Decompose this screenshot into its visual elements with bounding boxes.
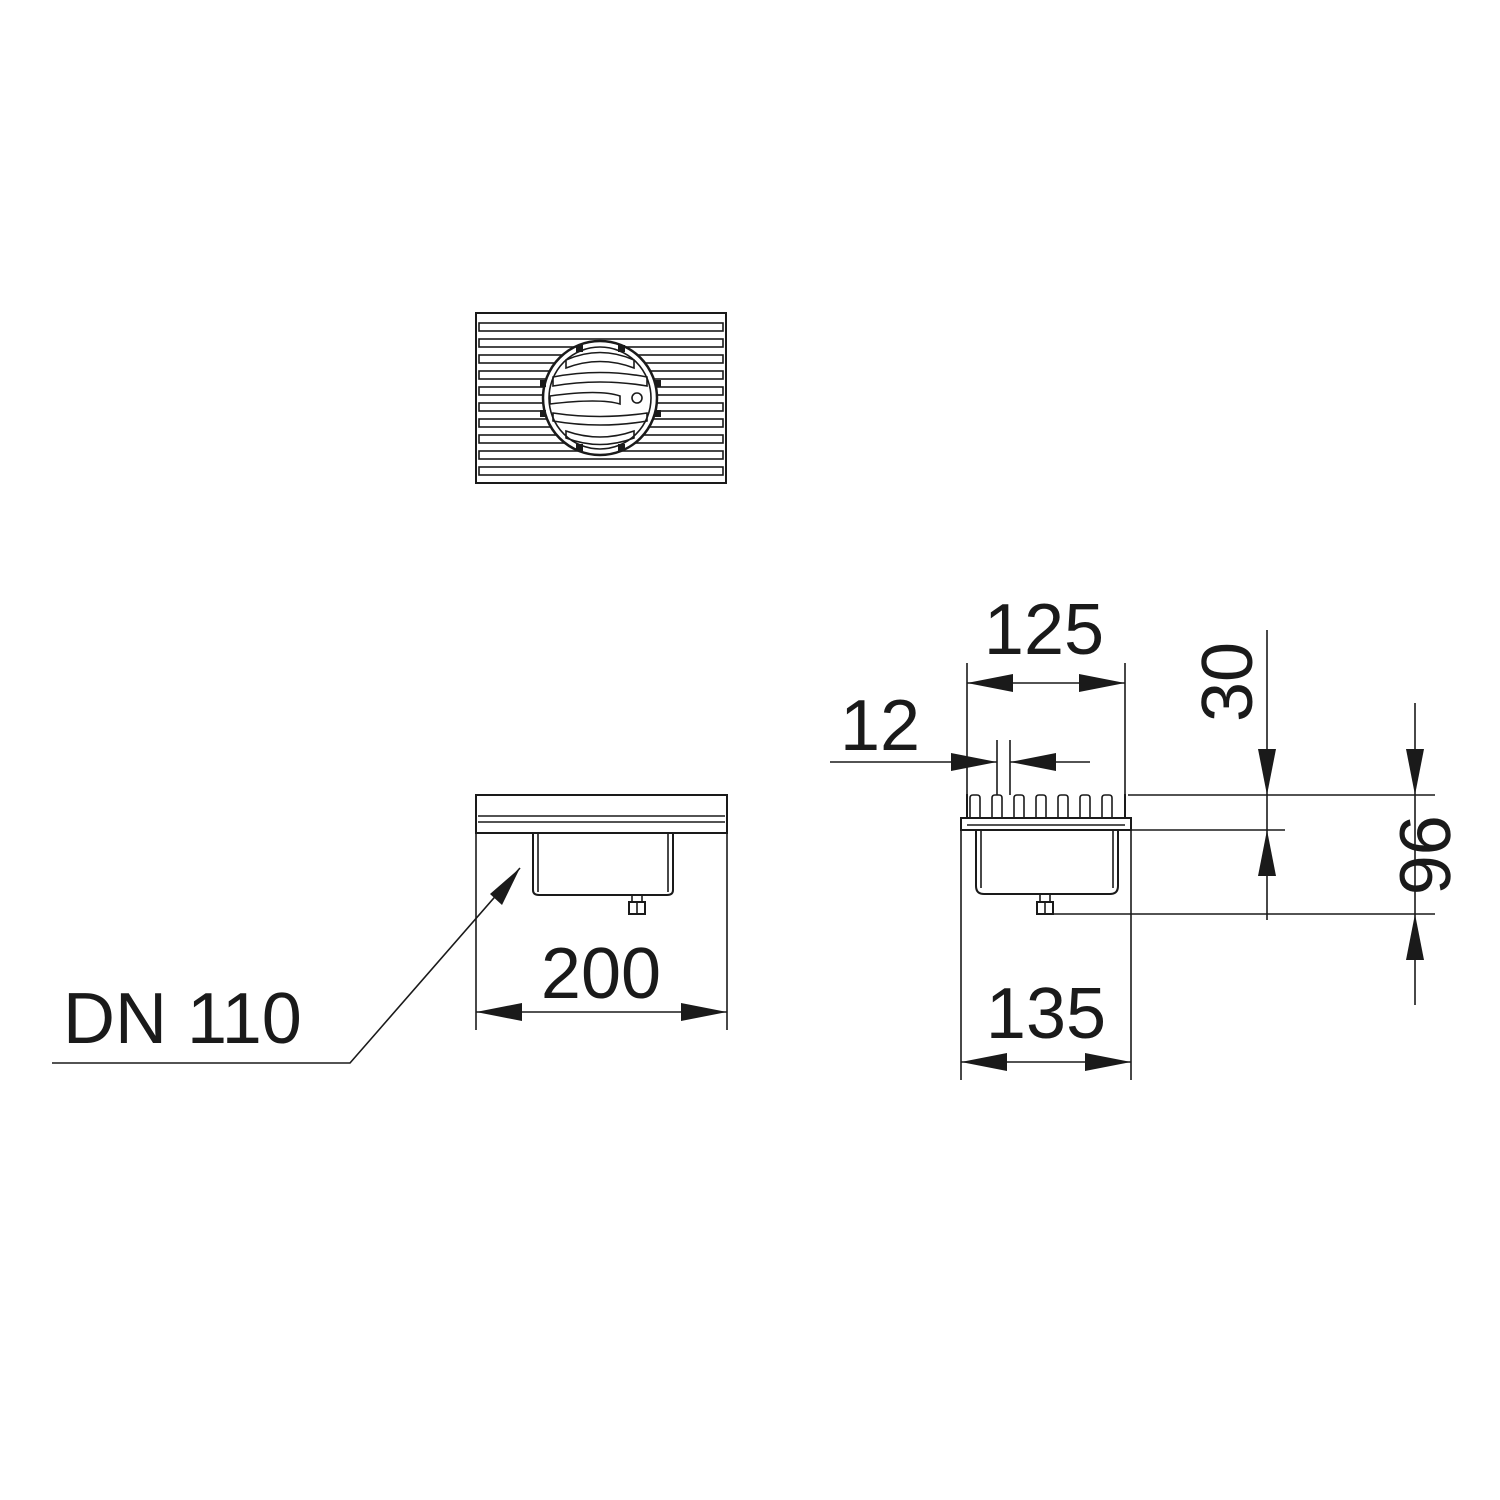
grate-slot [478, 322, 724, 332]
dimension-label-30: 30 [1188, 642, 1268, 722]
dimension-label-200: 200 [541, 934, 661, 1014]
dimension-30: 30 [1188, 630, 1276, 920]
grate-tooth [991, 794, 1003, 818]
outlet-label: DN 110 [63, 979, 302, 1059]
grate-tooth [1101, 794, 1113, 818]
grate-teeth [969, 794, 1113, 818]
grate-tooth [1057, 794, 1069, 818]
top-view-grate [475, 312, 727, 484]
dimension-200: 200 [475, 833, 728, 1030]
grate-tooth [1035, 794, 1047, 818]
dimension-label-125: 125 [984, 590, 1104, 670]
dimension-label-96: 96 [1384, 815, 1464, 895]
grate-tooth [969, 794, 981, 818]
dimension-label-135: 135 [986, 974, 1106, 1054]
grate-tooth [1079, 794, 1091, 818]
dimension-12: 12 [830, 686, 1090, 795]
grate-slot [478, 466, 724, 476]
dimension-label-12: 12 [840, 686, 920, 766]
drain-insert-circle [540, 339, 661, 457]
side-view: 125 12 135 30 [830, 590, 1464, 1080]
front-view: 200 DN 110 [52, 794, 728, 1064]
outlet-leader: DN 110 [52, 867, 521, 1064]
dimension-135: 135 [960, 830, 1132, 1080]
dimension-96: 96 [1384, 703, 1464, 1005]
grate-tooth [1013, 794, 1025, 818]
dimension-125: 125 [966, 590, 1126, 795]
